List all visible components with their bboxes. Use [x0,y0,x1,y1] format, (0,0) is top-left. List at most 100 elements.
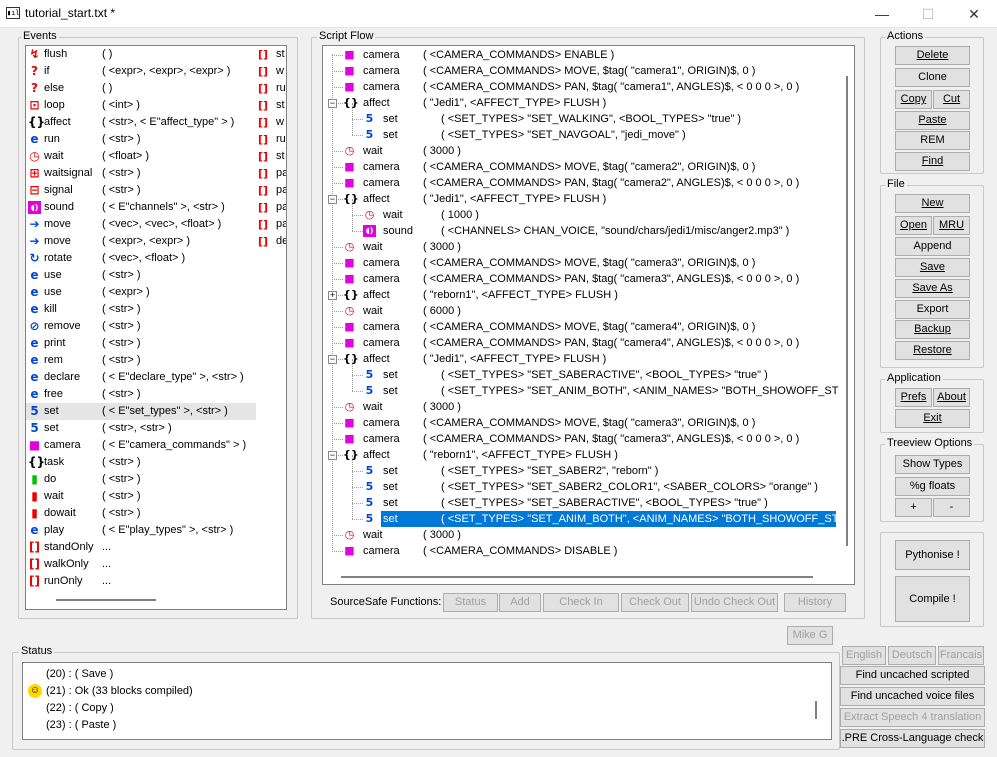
script-node[interactable]: wait( 3000 ) [361,239,836,255]
event-item[interactable]: ◷wait( <float> ) [26,148,256,165]
event-item[interactable]: {}affect( <str>, < E"affect_type" > ) [26,114,256,131]
script-node[interactable]: wait( 1000 ) [381,207,836,223]
cut-button[interactable]: Cut [933,90,970,109]
language-button[interactable]: English [842,646,886,665]
collapse-icon[interactable]: − [328,194,337,204]
script-node[interactable]: affect( "Jedi1", <AFFECT_TYPE> FLUSH ) [361,95,836,111]
backup-button[interactable]: Backup [895,320,970,339]
event-item[interactable]: []runOnly... [26,573,256,590]
event-item-truncated[interactable]: st [276,48,285,60]
new-button[interactable]: New [895,194,970,213]
script-node[interactable]: camera( <CAMERA_COMMANDS> PAN, $tag( "ca… [361,335,836,351]
script-node[interactable]: affect( "Jedi1", <AFFECT_TYPE> FLUSH ) [361,191,836,207]
copy-button[interactable]: Copy [895,90,932,109]
event-item-truncated[interactable]: pa [276,167,286,179]
event-item[interactable]: ▮wait( <str> ) [26,488,256,505]
expand-plus-button[interactable]: + [895,498,932,517]
delete-button[interactable]: Delete [895,46,970,65]
tool-button[interactable]: Extract Speech 4 translation [840,708,985,727]
event-item-truncated[interactable]: de [276,235,286,247]
event-item[interactable]: {}task( <str> ) [26,454,256,471]
collapse-icon[interactable]: − [328,98,337,108]
sourcesafe-button[interactable]: Undo Check Out [691,593,778,612]
script-node[interactable]: camera( <CAMERA_COMMANDS> PAN, $tag( "ca… [361,175,836,191]
event-item-truncated[interactable]: st [276,150,285,162]
script-flow-vscrollbar[interactable] [839,46,854,584]
script-node[interactable]: set( <SET_TYPES> "SET_ANIM_BOTH", <ANIM_… [381,383,845,399]
events-list[interactable]: ↯flush( )?if( <expr>, <expr>, <expr> )?e… [25,45,287,610]
event-item[interactable]: ➔move( <expr>, <expr> ) [26,233,256,250]
export-button[interactable]: Export [895,300,970,319]
script-node[interactable]: set( <SET_TYPES> "SET_WALKING", <BOOL_TY… [381,111,836,127]
script-node[interactable]: camera( <CAMERA_COMMANDS> PAN, $tag( "ca… [361,271,836,287]
script-node[interactable]: camera( <CAMERA_COMMANDS> MOVE, $tag( "c… [361,63,836,79]
about-button[interactable]: About [933,388,970,407]
script-node[interactable]: camera( <CAMERA_COMMANDS> DISABLE ) [361,543,836,559]
event-item[interactable]: ↯flush( ) [26,46,256,63]
events-hscrollbar[interactable] [56,599,156,601]
event-item[interactable]: ⊡loop( <int> ) [26,97,256,114]
show-types-toggle[interactable]: Show Types [895,455,970,474]
event-item-truncated[interactable]: w [276,116,284,128]
event-item[interactable]: ➔move( <vec>, <vec>, <float> ) [26,216,256,233]
exit-button[interactable]: Exit [895,409,970,428]
script-node[interactable]: set( <SET_TYPES> "SET_SABER2", "reborn" … [381,463,836,479]
clone-button[interactable]: Clone [895,68,970,87]
expand-icon[interactable]: + [328,290,337,300]
maximize-button[interactable]: ☐ [921,6,935,22]
script-node[interactable]: set( <SET_TYPES> "SET_SABER2_COLOR1", <S… [381,479,836,495]
script-node[interactable]: affect( "Jedi1", <AFFECT_TYPE> FLUSH ) [361,351,836,367]
event-item[interactable]: ■camera( < E"camera_commands" > ) [26,437,256,454]
script-node[interactable]: camera( <CAMERA_COMMANDS> MOVE, $tag( "c… [361,159,836,175]
script-node[interactable]: camera( <CAMERA_COMMANDS> MOVE, $tag( "c… [361,415,836,431]
collapse-minus-button[interactable]: - [933,498,970,517]
pythonise-button[interactable]: Pythonise ! [895,540,970,570]
script-node[interactable]: camera( <CAMERA_COMMANDS> ENABLE ) [361,47,836,63]
event-item-truncated[interactable]: w [276,65,284,77]
event-item-truncated[interactable]: pa [276,218,286,230]
tool-button[interactable]: Find uncached scripted audio [840,666,985,698]
find-button[interactable]: Find [895,152,970,171]
script-node[interactable]: set( <SET_TYPES> "SET_SABERACTIVE", <BOO… [381,367,836,383]
script-node[interactable]: set( <SET_TYPES> "SET_SABERACTIVE", <BOO… [381,495,836,511]
event-item[interactable]: ⊞waitsignal( <str> ) [26,165,256,182]
event-item-truncated[interactable]: pa [276,184,286,196]
status-scroll-thumb[interactable] [815,701,817,719]
script-node[interactable]: affect( "reborn1", <AFFECT_TYPE> FLUSH ) [361,287,836,303]
sourcesafe-button[interactable]: Add [499,593,541,612]
user-button[interactable]: Mike G [787,626,833,645]
paste-button[interactable]: Paste [895,111,970,130]
script-node[interactable]: affect( "reborn1", <AFFECT_TYPE> FLUSH ) [361,447,836,463]
tool-button[interactable]: Find uncached voice files [840,687,985,706]
minimize-button[interactable]: — [875,6,889,22]
restore-button[interactable]: Restore [895,341,970,360]
script-flow-vthumb[interactable] [846,76,848,546]
append-button[interactable]: Append [895,237,970,256]
event-item[interactable]: []walkOnly... [26,556,256,573]
script-node[interactable]: camera( <CAMERA_COMMANDS> PAN, $tag( "ca… [361,431,836,447]
script-node[interactable]: camera( <CAMERA_COMMANDS> MOVE, $tag( "c… [361,319,836,335]
event-item[interactable]: ◖)sound( < E"channels" >, <str> ) [26,199,256,216]
script-node[interactable]: set( <SET_TYPES> "SET_ANIM_BOTH", <ANIM_… [381,511,845,527]
status-log[interactable]: (20) : ( Save )(21) : Ok (33 blocks comp… [22,662,832,740]
event-item[interactable]: ⊟signal( <str> ) [26,182,256,199]
tool-button[interactable]: .PRE Cross-Language check [840,729,985,748]
prefs-button[interactable]: Prefs [895,388,932,407]
g-floats-toggle[interactable]: %g floats [895,477,970,496]
script-flow-tree[interactable]: ■camera( <CAMERA_COMMANDS> ENABLE )■came… [322,45,855,585]
language-button[interactable]: Francais [938,646,984,665]
script-node[interactable]: camera( <CAMERA_COMMANDS> MOVE, $tag( "c… [361,255,836,271]
script-node[interactable]: wait( 3000 ) [361,143,836,159]
sourcesafe-button[interactable]: Status [443,593,498,612]
collapse-icon[interactable]: − [328,354,337,364]
event-item[interactable]: ▮dowait( <str> ) [26,505,256,522]
